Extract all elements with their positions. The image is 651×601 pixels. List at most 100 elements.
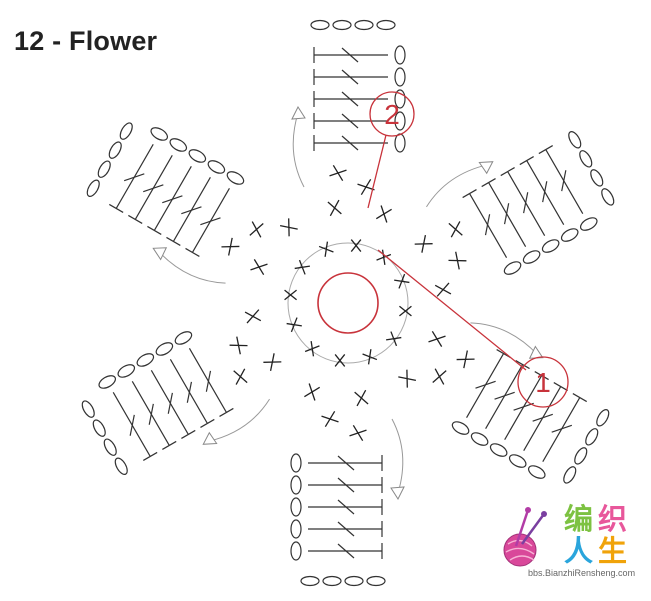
dc-stitch-row [136,353,196,439]
chain-loop [150,127,169,141]
sc-stitch-round-1 [294,259,310,275]
chain-loop [136,353,155,367]
direction-arrow [391,418,404,494]
arrow-head [478,161,494,175]
dc-stitch-row [462,189,522,275]
direction-arrow [208,398,270,442]
dc-stitch-row [147,149,207,235]
petal [86,122,264,284]
dc-stitch-row [290,453,383,473]
petal-base-stitch [357,179,375,195]
chain-loop [117,364,136,378]
chain-loop [394,89,406,109]
petal [426,131,615,275]
dc-stitch-row [313,67,406,87]
yarn-ball-icon [503,507,547,567]
sc-stitch-round-2 [434,282,452,297]
petal-base-stitch [229,336,248,355]
dc-stitch-row [290,475,383,495]
knitting-needles-icon [514,507,547,547]
dc-stitch-row [481,178,541,264]
chain-loop [503,261,522,275]
direction-arrow [470,322,538,356]
petal-base-stitch [448,221,463,238]
chain-loop [108,141,122,159]
round-2-stitches [244,199,452,407]
direction-arrow [158,250,226,284]
chain-loop [563,466,577,484]
chain-loop [322,575,342,587]
dc-stitch-row [451,349,511,435]
sc-stitch-round-1 [334,354,346,367]
chain-loop [344,575,364,587]
sc-stitch-round-2 [428,330,446,347]
sc-stitch-round-2 [244,309,262,324]
chain-loop [174,331,193,345]
direction-arrow [426,164,488,208]
chain-loop [155,342,174,356]
sc-stitch-round-1 [284,289,297,301]
sc-stitch-round-2 [354,389,369,407]
chain-loop [601,188,615,206]
petal-base-stitch [329,165,347,181]
chain-loop [522,250,541,264]
chain-loop [207,160,226,174]
petal-base-stitch [456,350,475,369]
chain-loop [290,541,302,561]
chain-loop [290,519,302,539]
dc-stitch-row [508,382,568,468]
sc-stitch-round-2 [263,353,282,372]
chain-loop [560,228,579,242]
chain-loop [579,150,593,168]
chain-loop [92,419,106,437]
petal-base-stitch [233,368,248,385]
chain-loop [103,438,117,456]
arrow-head [202,431,218,445]
dc-stitch-row [117,364,177,450]
chain-loop [568,131,582,149]
chain-loop [527,465,546,479]
petal-base-stitch [349,425,367,441]
dc-stitch-row [174,331,234,417]
chain-loop [86,179,100,197]
dc-stitch-row [313,133,406,153]
sc-stitch-round-1 [286,317,302,333]
sc-stitch-round-2 [250,259,268,276]
dc-stitch-row [290,541,383,561]
chain-loop [394,133,406,153]
petal-base-stitch [249,221,264,238]
chain-loop [169,138,188,152]
petal-base-stitch [321,411,339,427]
logo-char-2: 织 [598,502,628,536]
sc-stitch-round-1 [376,249,392,265]
petal [81,331,270,475]
dc-stitch-row [290,497,383,517]
chain-loop [188,149,207,163]
dc-stitch-row [166,160,226,246]
chain-loop [354,19,374,31]
logo-char-4: 生 [598,534,628,568]
sc-stitch-round-2 [414,234,433,253]
dc-stitch-row [500,167,560,253]
chain-loop [574,447,588,465]
chain-loop [81,400,95,418]
chain-loop [541,239,560,253]
sc-stitch-round-1 [304,341,320,357]
sc-stitch-round-2 [327,199,342,217]
arrow-head [152,247,168,261]
chain-loop [579,217,598,231]
arrow-head [390,486,405,501]
chain-loop [489,443,508,457]
sc-stitch-round-1 [399,305,412,317]
logo-char-3: 人 [564,534,594,568]
foundation-ring [287,242,409,364]
chain-loop [98,375,117,389]
round-1-marker: 1 [377,249,569,408]
chain-loop [290,497,302,517]
dc-stitch-row [470,360,530,446]
dc-stitch-row [527,393,588,479]
chain-loop [366,575,386,587]
site-logo: 编 织 人 生 bbs.BianzhiRensheng.com [494,498,646,584]
direction-arrow [292,112,305,188]
